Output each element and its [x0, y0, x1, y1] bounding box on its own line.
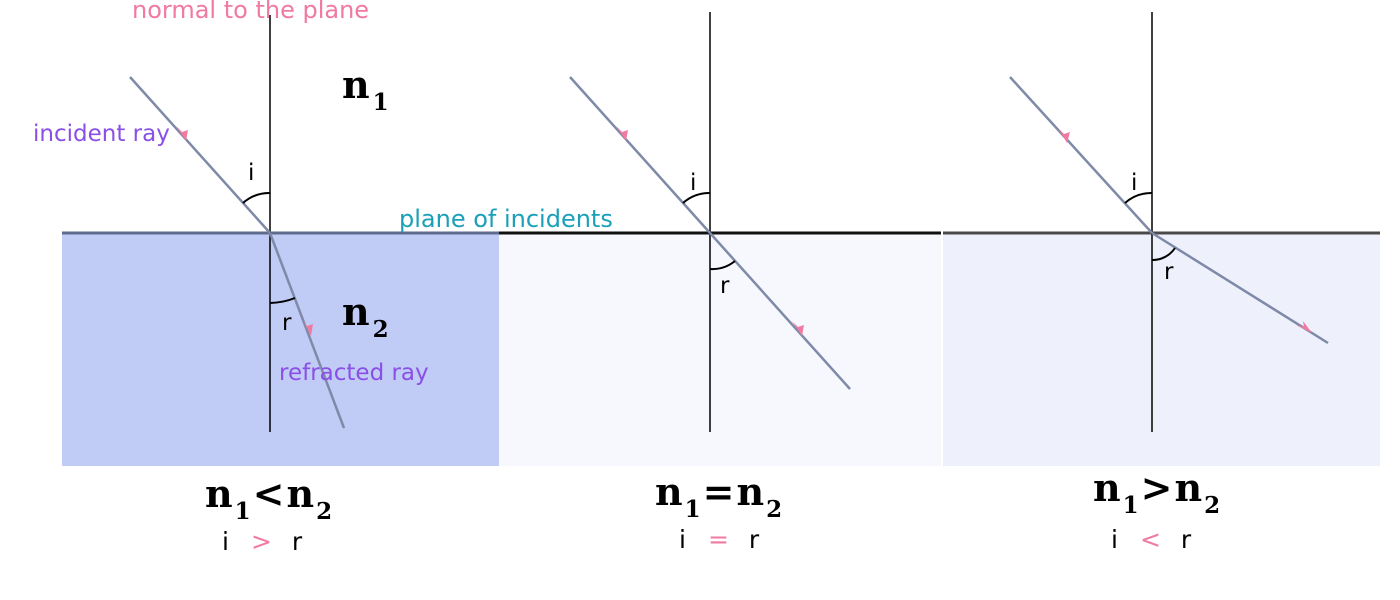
angle-r-label-panel-1: r: [282, 310, 292, 336]
angle-r-arc-panel-1: [269, 297, 296, 304]
refracted-ray-panel-3: [1151, 231, 1329, 345]
incident-arrowhead-panel-2: [616, 126, 628, 141]
angle-r-label-panel-3: r: [1164, 259, 1174, 285]
incident-arrowhead-panel-1: [176, 126, 188, 141]
refracted-ray-label: refracted ray: [279, 360, 429, 386]
angle-relation-panel-3: i<r: [1111, 525, 1192, 554]
medium-2-panel-1: [62, 233, 499, 466]
angle-i-arc-panel-3: [1124, 191, 1153, 204]
incident-ray-panel-3: [1009, 76, 1153, 234]
refracted-ray-panel-2: [709, 232, 851, 390]
angle-i-arc-panel-1: [242, 191, 271, 204]
angle-r-label-panel-2: r: [720, 273, 730, 299]
angle-relation-panel-1: i>r: [222, 527, 303, 556]
relation-caption-panel-2: n1=n2: [655, 469, 782, 523]
incident-ray-panel-2: [569, 76, 711, 234]
angle-i-label-panel-2: i: [690, 170, 696, 196]
normal-label: normal to the plane: [132, 0, 369, 24]
refracted-ray-panel-1: [268, 232, 346, 429]
refracted-arrowhead-panel-3: [1296, 321, 1312, 333]
medium-2-panel-3: [943, 233, 1380, 466]
angle-r-arc-panel-2: [709, 260, 736, 271]
angle-i-arc-panel-2: [682, 191, 711, 204]
relation-caption-panel-1: n1<n2: [205, 471, 332, 525]
incident-ray-label: incident ray: [33, 121, 170, 147]
refracted-arrowhead-panel-2: [792, 321, 804, 336]
incident-arrowhead-panel-3: [1058, 128, 1070, 143]
angle-i-label-panel-1: i: [248, 160, 254, 186]
medium-2-panel-2: [499, 233, 941, 466]
angle-i-label-panel-3: i: [1131, 170, 1137, 196]
angle-r-arc-panel-3: [1151, 247, 1176, 262]
plane-label: plane of incidents: [399, 205, 613, 233]
relation-caption-panel-3: n1>n2: [1093, 465, 1220, 519]
angle-relation-panel-2: i=r: [679, 525, 760, 554]
refracted-arrowhead-panel-1: [303, 320, 313, 336]
incident-ray-panel-1: [129, 76, 271, 234]
